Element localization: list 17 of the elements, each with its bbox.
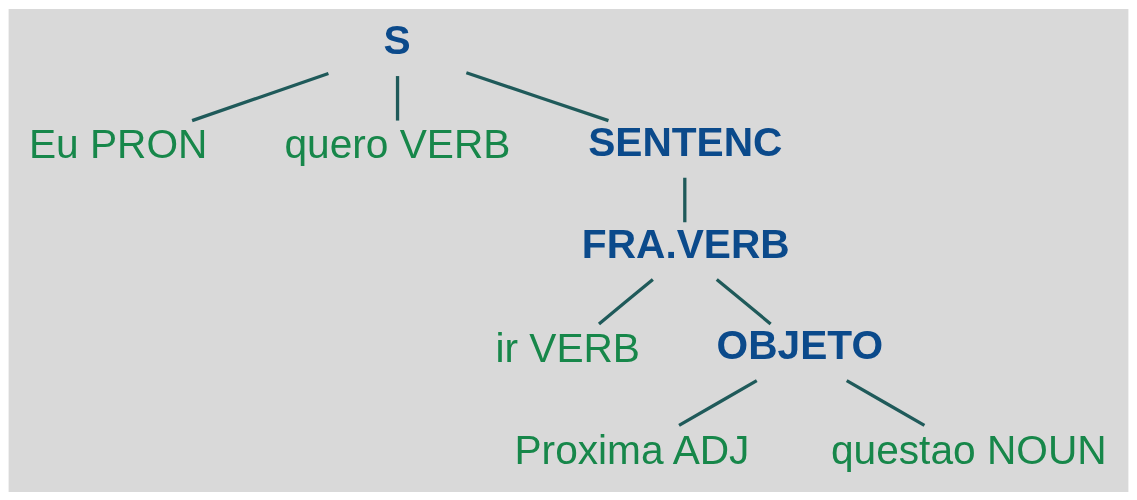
node-text: OBJETO bbox=[716, 321, 884, 368]
node-text: FRA.VERB bbox=[581, 220, 790, 267]
node-text: Eu PRON bbox=[28, 120, 208, 167]
connector bbox=[678, 378, 758, 427]
node-text: quero VERB bbox=[284, 120, 511, 167]
node-text: SENTENC bbox=[588, 118, 783, 165]
connector bbox=[683, 177, 687, 222]
node-text: S bbox=[383, 16, 411, 63]
connector bbox=[465, 70, 609, 122]
connector bbox=[715, 277, 772, 325]
node-text: Proxima ADJ bbox=[514, 426, 750, 473]
connector bbox=[395, 75, 400, 121]
connector bbox=[597, 277, 654, 325]
node-text: questao NOUN bbox=[830, 426, 1107, 473]
node-text: ir VERB bbox=[495, 324, 641, 371]
connector bbox=[845, 378, 926, 427]
connector bbox=[191, 71, 329, 122]
